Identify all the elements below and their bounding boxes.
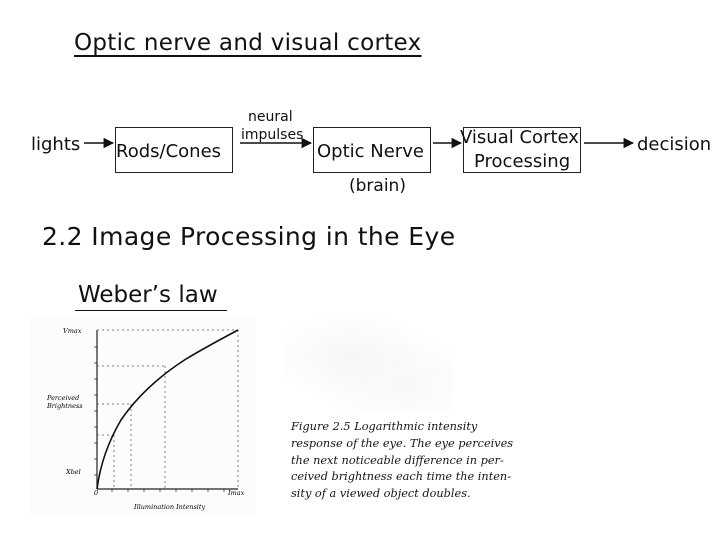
optic-nerve-label: Optic Nerve bbox=[317, 141, 424, 162]
brain-label: (brain) bbox=[349, 176, 406, 196]
optic-nerve-box bbox=[313, 127, 431, 173]
x-axis-label: Illumination Intensity bbox=[133, 503, 205, 511]
faded-background-image bbox=[283, 318, 453, 412]
weber-law-underline bbox=[75, 310, 227, 311]
x-left-label: 0 bbox=[94, 489, 98, 497]
decision-label: decision bbox=[637, 134, 712, 155]
section-heading: 2.2 Image Processing in the Eye bbox=[42, 222, 456, 251]
visual-cortex-label-line2: Processing bbox=[474, 151, 571, 172]
neural-impulses-label-line1: neural bbox=[248, 109, 293, 125]
neural-impulses-label-line2: impulses bbox=[241, 127, 304, 143]
lights-label: lights bbox=[31, 134, 81, 155]
weber-law-graph: Vmax Perceived Brightness Xbel 0 Imax Il… bbox=[30, 316, 256, 516]
figure-caption: Figure 2.5 Logarithmic intensity respons… bbox=[291, 419, 531, 503]
caption-line-5: sity of a viewed object doubles. bbox=[291, 487, 471, 501]
caption-line-1: Figure 2.5 Logarithmic intensity bbox=[291, 420, 478, 433]
rods-cones-box bbox=[115, 127, 233, 173]
graph-ticks bbox=[94, 346, 225, 492]
caption-line-4: ceived brightness each time the inten- bbox=[291, 470, 512, 484]
log-response-curve bbox=[96, 329, 239, 490]
weber-law-heading: Weber’s law bbox=[78, 282, 218, 308]
caption-line-2: response of the eye. The eye perceives bbox=[291, 436, 514, 450]
visual-cortex-box bbox=[463, 127, 581, 173]
rods-cones-label: Rods/Cones bbox=[116, 141, 222, 162]
y-bottom-label: Xbel bbox=[65, 468, 81, 476]
page-title: Optic nerve and visual cortex bbox=[74, 30, 422, 56]
flow-arrows bbox=[84, 137, 635, 149]
caption-line-3: the next noticeable difference in per- bbox=[291, 453, 504, 467]
x-right-label: Imax bbox=[227, 489, 245, 497]
y-label-line2: Brightness bbox=[46, 402, 83, 410]
y-label-line1: Perceived bbox=[46, 394, 79, 402]
y-top-label: Vmax bbox=[63, 327, 82, 335]
graph-grid bbox=[97, 329, 239, 489]
visual-cortex-label-line1: Visual Cortex bbox=[460, 127, 579, 148]
